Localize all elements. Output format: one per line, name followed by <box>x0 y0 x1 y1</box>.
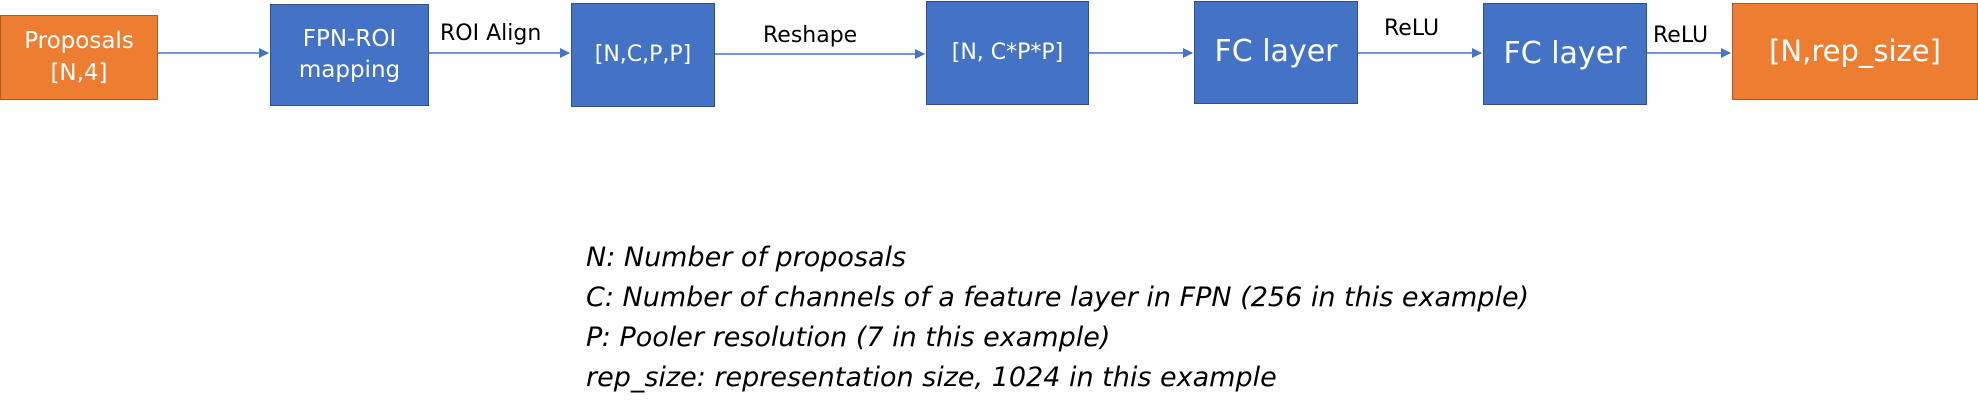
edge-label-reshape: Reshape <box>763 23 858 48</box>
legend: N: Number of proposals C: Number of chan… <box>586 238 1529 398</box>
edge-label-relu-2: ReLU <box>1653 23 1709 48</box>
node-proposals: Proposals [N,4] <box>0 15 158 100</box>
node-ncp2-label: [N, C*P*P] <box>951 40 1064 66</box>
node-fc-layer-1-label: FC layer <box>1214 34 1338 70</box>
node-fc-layer-1: FC layer <box>1194 1 1358 104</box>
node-fc-layer-2: FC layer <box>1483 3 1647 105</box>
node-output: [N,rep_size] <box>1732 3 1978 100</box>
node-ncpp: [N,C,P,P] <box>571 3 715 107</box>
node-fpn-roi-mapping: FPN-ROI mapping <box>270 4 429 106</box>
node-fc-layer-2-label: FC layer <box>1503 35 1627 71</box>
edge-label-roi-align: ROI Align <box>440 21 542 46</box>
legend-line-p: P: Pooler resolution (7 in this example) <box>586 322 1111 353</box>
edge-label-relu-1: ReLU <box>1384 16 1440 41</box>
node-output-label: [N,rep_size] <box>1769 33 1941 68</box>
node-ncp2: [N, C*P*P] <box>926 1 1089 105</box>
node-proposals-label: Proposals [N,4] <box>24 28 134 86</box>
node-ncpp-label: [N,C,P,P] <box>594 42 692 68</box>
legend-line-rep-size: rep_size: representation size, 1024 in t… <box>586 362 1277 393</box>
legend-line-n: N: Number of proposals <box>586 242 907 273</box>
legend-line-c: C: Number of channels of a feature layer… <box>586 282 1530 313</box>
node-fpn-roi-mapping-label: FPN-ROI mapping <box>298 25 401 83</box>
